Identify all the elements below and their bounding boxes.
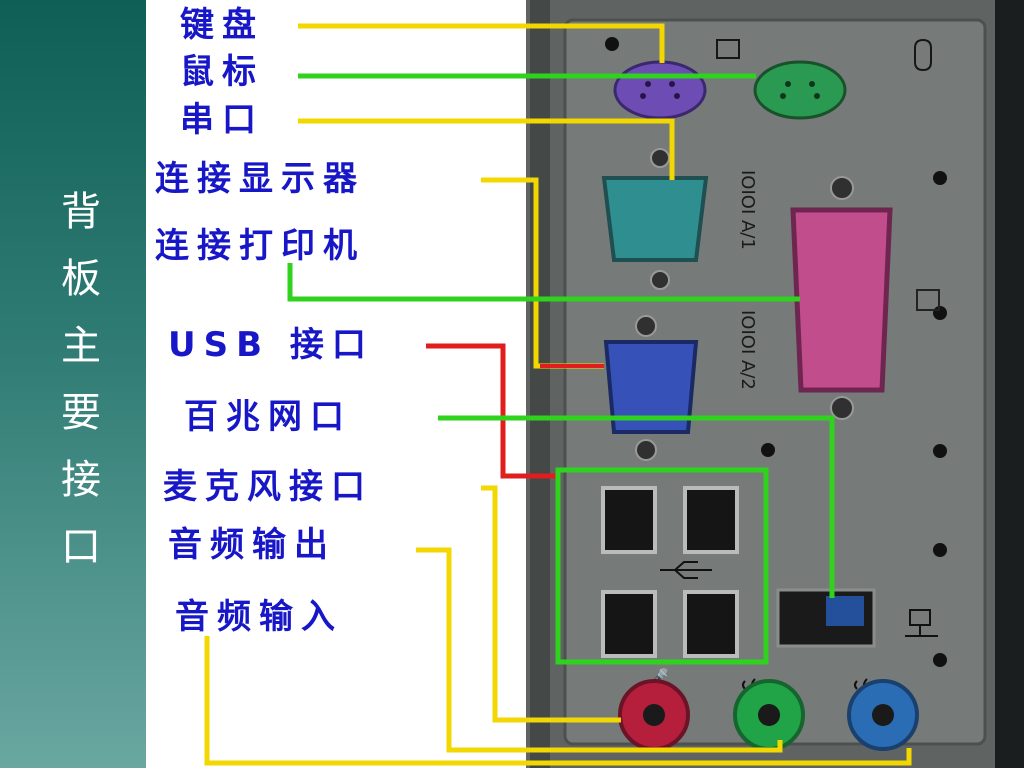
mouse-symbol [914,38,932,72]
ethernet-leader-line [438,415,835,598]
slide-title: 背板主要接口 [54,190,100,592]
audio-input-label: 音频输入 [175,597,343,637]
mounting-hole [761,443,775,457]
panel-edge [530,0,550,768]
usb-group-outline [555,467,769,665]
mounting-hole [933,171,947,185]
mounting-hole [605,37,619,51]
vga-port [603,340,699,434]
usb-port [601,590,657,658]
network-symbol-icon [905,609,938,637]
printer-leader-line [287,263,800,302]
mounting-hole [933,543,947,557]
audio-output-leader-line [416,547,783,753]
usb-port [683,590,739,658]
audio-input-leader-line [204,636,912,766]
mounting-hole [933,444,947,458]
ethernet-led [826,596,864,626]
keyboard-leader-line [298,23,665,63]
serial-leader-line [298,118,675,180]
serial-port-marking: IOIOI A/1 [737,170,758,250]
mounting-hole [933,653,947,667]
panel-frame [995,0,1024,768]
keyboard-symbol [716,39,740,59]
vga-port-marking: IOIOI A/2 [737,310,758,390]
usb-port [601,486,657,554]
serial-port [601,176,709,262]
serial-port-label: 串口 [180,100,264,140]
printer-connection-label: 连接打印机 [155,226,365,266]
ethernet-port-label: 百兆网口 [184,397,352,437]
mouse-label: 鼠标 [180,52,264,92]
microphone-leader-line [481,485,621,723]
usb-interface-label: USB 接口 [168,325,374,365]
usb-leader-line [426,343,558,479]
audio-output-label: 音频输出 [168,525,336,565]
parallel-port [790,207,893,393]
sidebar: 背板主要接口 [0,0,146,768]
ps2-mouse-port [753,60,847,120]
monitor-connection-label: 连接显示器 [155,159,365,199]
keyboard-label: 键盘 [180,5,264,45]
ps2-keyboard-port [613,60,707,120]
usb-port [683,486,739,554]
microphone-port-label: 麦克风接口 [163,467,373,507]
usb-symbol-icon [660,561,712,579]
printer-symbol [916,289,940,311]
